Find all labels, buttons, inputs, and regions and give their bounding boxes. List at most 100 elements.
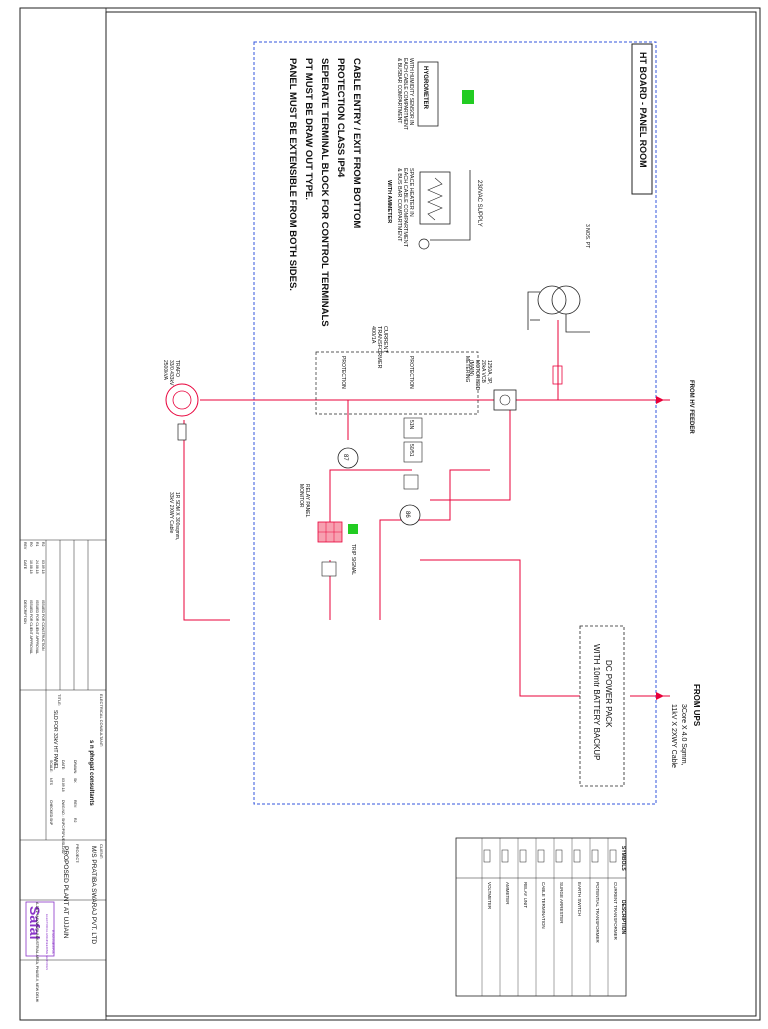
legend-row: SURGE ARRESTER [553, 838, 564, 996]
heater-note-1: SPACE HEATER IN [408, 168, 414, 217]
heater-note-2: EACH CABLE COMPARTMENT [402, 168, 408, 248]
title-field: SCALE: NTS [49, 760, 53, 786]
field-label: SCALE: [49, 760, 53, 772]
revision-cell: ISSUED FOR CLIENT APPROVAL [35, 600, 39, 654]
field-value: 03.09.18 [61, 778, 65, 792]
rev-header: DATE [23, 560, 27, 570]
legend-item-label: SURGE ARRESTER [559, 882, 564, 924]
to-trafo-cable-2: 33kV 2XWY Cable [168, 492, 174, 534]
relay-panel-label-1: RELAY PANEL [304, 484, 310, 518]
dc-power-pack: DC POWER PACK WITH 10mtr BATTERY BACKUP [579, 625, 625, 787]
title-field: CHECKED:SNP [49, 800, 53, 826]
revision-cell: 10.08.18 [29, 560, 33, 574]
ct-box: CURRENT TRANSFORMER 400/1A METERING PROT… [315, 326, 479, 415]
title-block-frame [19, 7, 107, 1021]
drawing-title: SLD FOR 33kV HT PANEL [52, 710, 58, 770]
transformer-label-3: 2500kVA [162, 360, 168, 381]
legend-row: RELAY UNIT [517, 838, 528, 996]
protection-label-2: PROTECTION [408, 356, 414, 389]
legend-heading: SYMBOLS [620, 846, 626, 871]
board-title-box: HT BOARD - PANEL ROOM [631, 43, 653, 195]
firm-tagline: ELECTRICAL ENGINEERING SERVICES [45, 914, 49, 970]
firm-suffix: ENGINEERS [51, 930, 56, 954]
consultant-name: s n phogat consultants [88, 740, 94, 806]
trip-green-marker [348, 524, 358, 534]
legend-item-label: RELAY UNIT [523, 882, 528, 908]
revision-cell: R0 [29, 542, 33, 547]
field-label: CHECKED: [49, 800, 53, 818]
legend-row: POTENTIAL TRANSFORMER [589, 838, 600, 996]
legend-symbol [501, 849, 509, 863]
note-5: PANEL MUST BE EXTENSIBLE FROM BOTH SIDES… [287, 58, 298, 291]
legend-item-label: CABLE TERMINATION [541, 882, 546, 929]
note-2: PROTECTION CLASS IP54 [335, 58, 346, 178]
legend-row: VOLTMETER [481, 838, 492, 996]
project-label: PROJECT: [75, 844, 80, 863]
revision-cell: R1 [35, 542, 39, 547]
relay-51n-label: 51N [408, 420, 414, 430]
drawing-frame [105, 11, 757, 1017]
supply-label: 230VAC SUPPLY [476, 180, 482, 227]
revision-cell: ISSUED FOR CLIENT APPROVAL [29, 600, 33, 654]
title-field: DATE:03.09.18 [61, 760, 65, 792]
board-title: HT BOARD - PANEL ROOM [638, 52, 648, 168]
title-field: DWG NO.:SNPC/PSPL/E/SLD/02 [61, 800, 65, 854]
transformer-label-1: TRAFO [174, 360, 180, 377]
field-label: DWG NO.: [61, 800, 65, 817]
legend-symbol [573, 849, 581, 863]
legend-symbol [591, 849, 599, 863]
vcb-breaker: 1250A, 3P, 20kA VCB MOTORISED (MAIN) [468, 360, 517, 411]
legend-table: CURRENT TRANSFORMER POTENTIAL TRANSFORMER… [455, 837, 627, 997]
from-hv-feeder-label: FROM HV FEEDER [688, 380, 694, 434]
to-trafo-cable-1: 1R SDM X 300sqmm, [174, 492, 180, 540]
hygrometer-block: HYGROMETER WITH HUMIDITY SENSOR IN EACH … [396, 58, 474, 130]
field-value: NTS [49, 778, 53, 786]
legend-symbol [483, 849, 491, 863]
revision-cell: ISSUED FOR CONSTRUCTION [41, 600, 45, 651]
dc-power-line-1: DC POWER PACK [604, 660, 613, 728]
protection-label-3: PROTECTION [340, 356, 346, 389]
legend-item-label: AMMETER [505, 882, 510, 905]
breaker-line-2: 20kA VCB [480, 360, 486, 383]
title-field: REV:R2 [73, 800, 77, 823]
hygrometer-green-marker [462, 90, 474, 104]
dc-power-line-2: WITH 10mtr BATTERY BACKUP [592, 644, 601, 760]
hygrometer-note-1: WITH HUMIDITY SENSOR IN [408, 58, 414, 126]
revision-cell: R2 [41, 542, 45, 547]
client-label: CLIENT: [99, 844, 104, 859]
heater-note-3: & BUS BAR COMPARTMENT [396, 168, 402, 242]
protection-label-1: METERING [464, 356, 470, 383]
ct-label-1: CURRENT [382, 326, 388, 354]
rev-header: DESCRIPTION [23, 600, 27, 624]
firm-logo: Safal [25, 901, 55, 957]
main-busbar [183, 320, 670, 697]
transformer-label-2: 33/0.433kV [168, 360, 174, 386]
relays: 87 86 51N 50/51 [321, 417, 423, 577]
note-3: SEPERATE TERMINAL BLOCK FOR CONTROL TERM… [319, 58, 330, 327]
legend-item-label: CURRENT TRANSFORMER [613, 882, 618, 941]
field-value: SK [73, 778, 77, 783]
relay-87-label: 87 [342, 454, 348, 461]
legend-item-label: VOLTMETER [487, 882, 492, 910]
field-label: REV: [73, 800, 77, 808]
revision-cell: 24.08.18 [35, 560, 39, 574]
revision-cell: 03.09.18 [41, 560, 45, 574]
ups-cable-line-2: 11kV X 2XWY Cable [670, 704, 677, 768]
ups-cable-line-1: 3Core X 4.0 Sqmm, [680, 704, 687, 766]
ct-label-2: TRANSFORMER [376, 326, 382, 369]
trip-signal-label: TRIP SIGNAL [350, 544, 356, 575]
firm-address: A-15/1, MAYAPURI INDUSTRIAL AREA, PHASE-… [35, 902, 39, 1002]
field-value: SNP [49, 818, 53, 826]
field-label: DRAWN: [73, 760, 77, 774]
legend-row: EARTH SWITCH [571, 838, 582, 996]
heater-note-4: WITH AMMETER [386, 180, 392, 223]
rev-header: REV [23, 542, 27, 550]
title-field: DRAWN: SK [73, 760, 77, 783]
legend-symbol [609, 849, 617, 863]
legend-item-label: EARTH SWITCH [577, 882, 582, 916]
client-name: M/S PRATIBA SWARAJ PVT. LTD [90, 846, 97, 944]
from-ups-label: FROM UPS [692, 684, 701, 727]
pt-label: 3 NOS. PT [584, 224, 590, 248]
